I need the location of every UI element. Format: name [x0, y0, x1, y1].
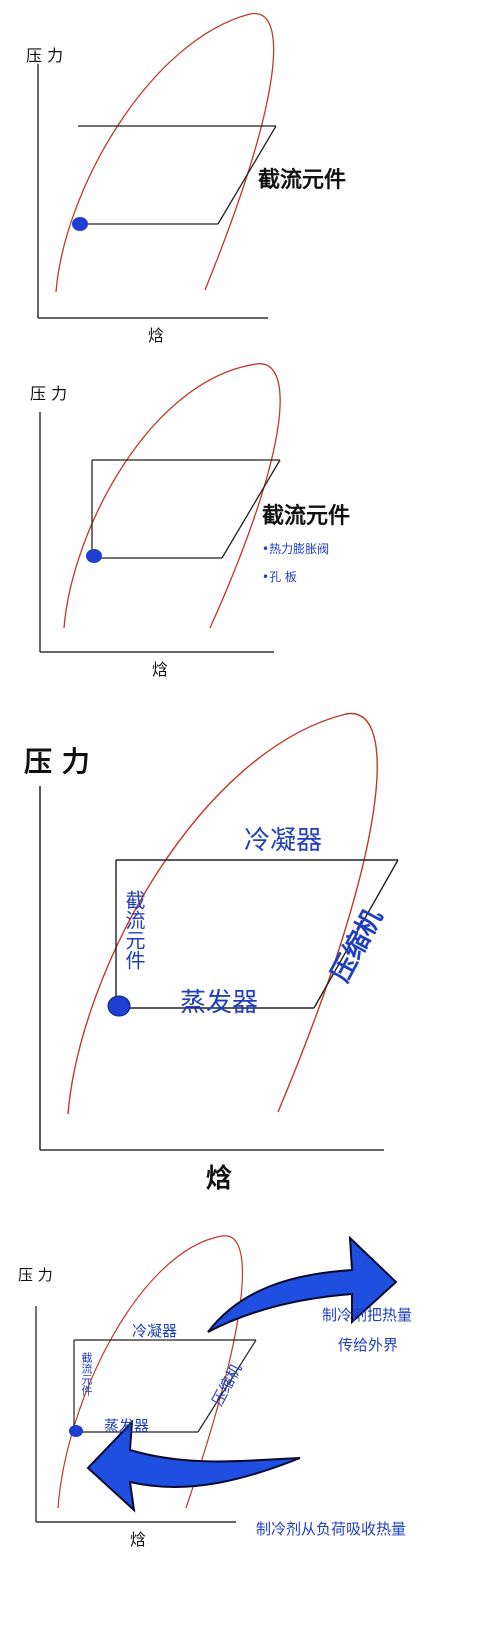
diagram-panel-4: 压 力 焓 冷凝器 蒸发器 截流元件 压缩机 制冷剂把热量 传给外界 制冷剂从负… [0, 1210, 492, 1628]
saturation-dome [57, 1235, 244, 1509]
compressor-line [313, 859, 399, 1009]
ph-diagram-3 [39, 712, 399, 1151]
x-axis-label: 焓 [130, 1530, 147, 1549]
x-axis-label: 焓 [152, 660, 169, 679]
heat-out-line-1: 制冷剂把热量 [322, 1306, 413, 1324]
throttle-label: 截流元件 [122, 890, 146, 970]
heat-out-line-2: 传给外界 [338, 1336, 399, 1354]
diagram-panel-1: 压 力 焓 截流元件 [0, 0, 492, 350]
y-axis-label: 压 力 [30, 384, 68, 403]
condenser-label: 冷凝器 [132, 1322, 178, 1340]
evaporator-label: 蒸发器 [180, 988, 259, 1018]
y-axis-label: 压 力 [24, 745, 90, 778]
ph-diagram-4 [35, 1235, 398, 1523]
saturation-dome [63, 363, 281, 629]
bullet-expansion-valve: •热力膨胀阀 [262, 542, 330, 556]
throttle-label: 截流元件 [258, 168, 347, 193]
compressor-line [221, 459, 281, 559]
heat-rejection-arrow [207, 1235, 398, 1333]
y-axis-label: 压 力 [18, 1266, 53, 1284]
compressor-line [217, 125, 277, 225]
saturation-dome [55, 12, 275, 293]
y-axis-label: 压 力 [26, 46, 64, 65]
throttle-label: 截流元件 [80, 1352, 93, 1396]
heat-absorption-arrow [86, 1419, 301, 1513]
saturation-dome [67, 712, 378, 1115]
diagram-panel-2: 压 力 焓 截流元件 •热力膨胀阀 •孔 板 [0, 350, 492, 690]
ph-diagram-1 [37, 12, 277, 319]
state-point-dot [72, 217, 88, 231]
x-axis-label: 焓 [148, 326, 165, 345]
compressor-line [197, 1339, 257, 1433]
bullet-orifice-plate: •孔 板 [262, 570, 297, 584]
state-point-dot [86, 549, 102, 563]
ph-diagram-2 [39, 363, 281, 653]
x-axis-label: 焓 [206, 1164, 233, 1194]
evaporator-label: 蒸发器 [104, 1417, 150, 1435]
heat-in-label: 制冷剂从负荷吸收热量 [256, 1520, 407, 1538]
throttle-label: 截流元件 [262, 504, 351, 529]
state-point-dot [69, 1425, 83, 1437]
condenser-label: 冷凝器 [244, 826, 323, 856]
state-point-dot [107, 995, 131, 1017]
diagram-panel-3: 压 力 焓 冷凝器 蒸发器 截流元件 压缩机 [0, 690, 492, 1210]
